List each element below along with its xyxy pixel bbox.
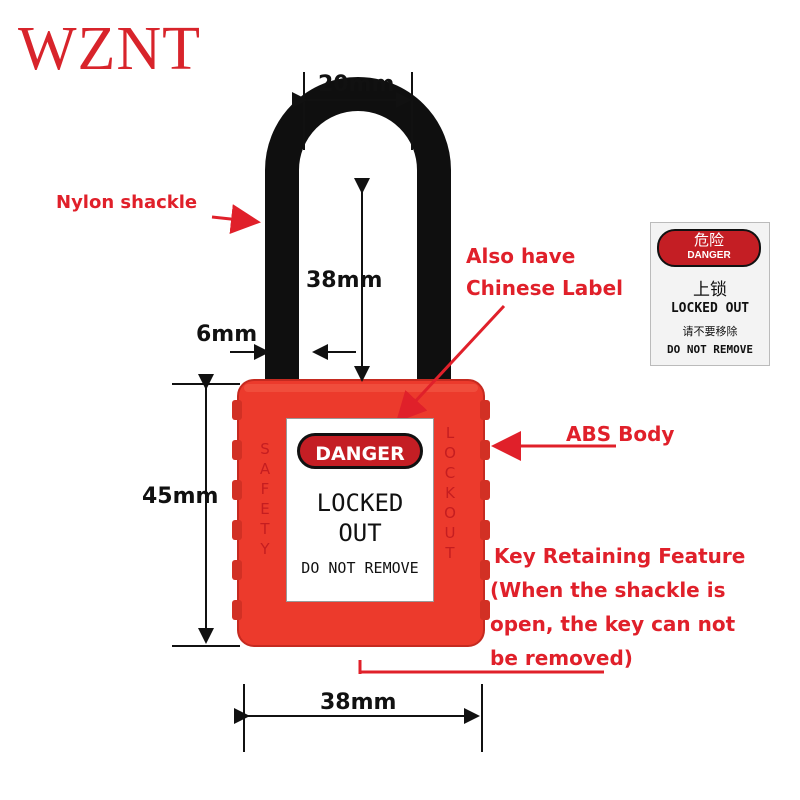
label-out: OUT bbox=[338, 519, 382, 547]
danger-badge: DANGER bbox=[297, 433, 423, 469]
chinese-danger-badge: 危险 DANGER bbox=[657, 229, 761, 267]
chinese-locked-en: LOCKED OUT bbox=[670, 301, 750, 316]
dim-body-width: 38mm bbox=[320, 690, 397, 715]
chinese-danger-en: DANGER bbox=[687, 250, 731, 261]
callout-abs-body: ABS Body bbox=[566, 422, 675, 446]
callout-nylon-shackle: Nylon shackle bbox=[56, 192, 198, 213]
chinese-remove-cn: 请不要移除 bbox=[682, 325, 738, 338]
callout-key-retaining-3: open, the key can not bbox=[490, 612, 736, 636]
dim-shackle-width: 20mm bbox=[318, 72, 395, 97]
side-text-lockout: LOCKOUT bbox=[441, 424, 459, 564]
callout-key-retaining-1: Key Retaining Feature bbox=[494, 544, 746, 568]
chinese-label-sample: 危险 DANGER 上锁 LOCKED OUT 请不要移除 DO NOT REM… bbox=[650, 222, 770, 366]
label-locked: LOCKED bbox=[316, 489, 404, 517]
callout-key-retaining-2: (When the shackle is bbox=[490, 578, 726, 602]
dim-shackle-diameter: 6mm bbox=[196, 322, 258, 347]
brand-logo: WZNT bbox=[18, 15, 202, 83]
chinese-locked-cn: 上锁 bbox=[693, 280, 727, 300]
chinese-danger-cn: 危险 bbox=[693, 232, 724, 249]
dim-body-height: 45mm bbox=[142, 484, 219, 509]
dim-shackle-height: 38mm bbox=[306, 268, 383, 293]
lock-danger-label: DANGER LOCKED OUT DO NOT REMOVE bbox=[286, 418, 434, 602]
chinese-remove-en: DO NOT REMOVE bbox=[666, 343, 754, 356]
side-text-safety: SAFETY bbox=[256, 440, 274, 560]
callout-key-retaining-4: be removed) bbox=[490, 646, 633, 670]
callout-chinese-label-1: Also have bbox=[466, 244, 576, 268]
callout-chinese-label-2: Chinese Label bbox=[466, 276, 623, 300]
label-do-not-remove: DO NOT REMOVE bbox=[301, 559, 419, 577]
